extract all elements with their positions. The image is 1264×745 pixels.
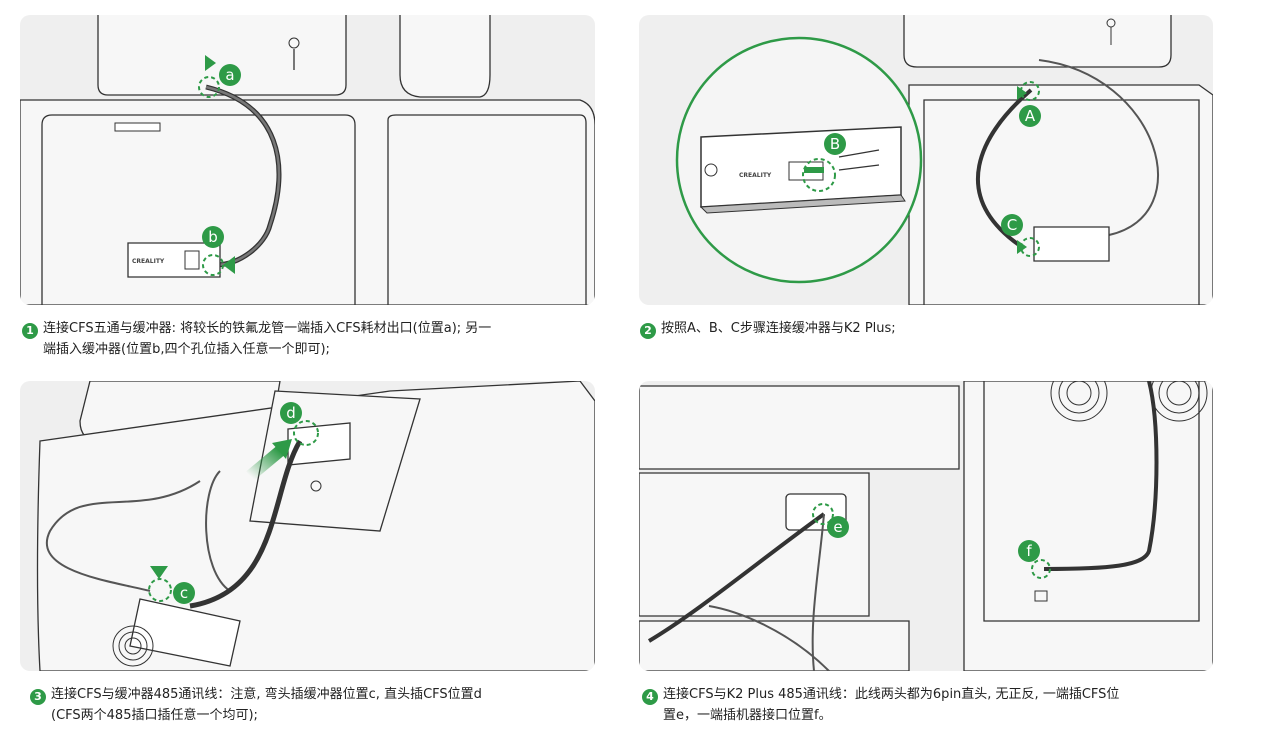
- panel-2-drawing: CREALITY A B C: [675, 15, 1213, 305]
- marker-A: A: [1019, 105, 1041, 127]
- step-1-line1: 连接CFS五通与缓冲器: 将较长的铁氟龙管一端插入CFS耗材出口(位置a); 另…: [43, 321, 492, 336]
- step-3-caption: 3 连接CFS与缓冲器485通讯线：注意, 弯头插缓冲器位置c, 直头插CFS位置…: [30, 684, 595, 726]
- step-2-line1: 按照A、B、C步骤连接缓冲器与K2 Plus;: [661, 321, 896, 336]
- svg-text:C: C: [1007, 216, 1017, 234]
- step-2-number: 2: [640, 323, 656, 339]
- step-4-caption: 4 连接CFS与K2 Plus 485通讯线：此线两头都为6pin直头, 无正反,…: [642, 684, 1212, 726]
- panel-3-drawing: d c: [36, 381, 595, 671]
- step-2-caption: 2 按照A、B、C步骤连接缓冲器与K2 Plus;: [640, 318, 1210, 339]
- marker-d: d: [280, 402, 302, 424]
- marker-b: b: [202, 226, 224, 248]
- svg-text:d: d: [286, 404, 296, 422]
- step-4-line2: 置e，一端插机器接口位置f。: [663, 708, 832, 723]
- step-1-caption: 1 连接CFS五通与缓冲器: 将较长的铁氟龙管一端插入CFS耗材出口(位置a); …: [22, 318, 592, 360]
- svg-text:A: A: [1025, 107, 1036, 125]
- marker-c: c: [173, 582, 195, 604]
- marker-f: f: [1018, 540, 1040, 562]
- marker-C: C: [1001, 214, 1023, 236]
- marker-e: e: [827, 516, 849, 538]
- step-3-line1: 连接CFS与缓冲器485通讯线：注意, 弯头插缓冲器位置c, 直头插CFS位置d: [51, 687, 482, 702]
- svg-text:B: B: [830, 135, 840, 153]
- step-4-number: 4: [642, 689, 658, 705]
- step-3-number: 3: [30, 689, 46, 705]
- illustration-panel-3: d c: [20, 381, 595, 671]
- illustration-panel-1: CREALITY a b: [20, 15, 595, 305]
- marker-B: B: [824, 133, 846, 155]
- svg-text:b: b: [208, 228, 218, 246]
- illustration-panel-2: CREALITY A B C: [639, 15, 1213, 305]
- illustration-panel-4: e f: [639, 381, 1213, 671]
- svg-text:e: e: [833, 518, 842, 536]
- svg-text:c: c: [180, 584, 188, 602]
- step-1-line2: 端插入缓冲器(位置b,四个孔位插入任意一个即可);: [43, 342, 330, 357]
- step-1-number: 1: [22, 323, 38, 339]
- panel-1-drawing: CREALITY a b: [20, 15, 595, 305]
- panel-4-drawing: e f: [639, 381, 1213, 671]
- step-4-line1: 连接CFS与K2 Plus 485通讯线：此线两头都为6pin直头, 无正反, …: [663, 687, 1120, 702]
- svg-text:a: a: [225, 66, 234, 84]
- creality-logo-1: CREALITY: [132, 258, 165, 265]
- svg-text:f: f: [1026, 542, 1032, 560]
- creality-logo-2: CREALITY: [739, 172, 772, 179]
- marker-a: a: [219, 64, 241, 86]
- step-3-line2: (CFS两个485插口插任意一个均可);: [51, 708, 258, 723]
